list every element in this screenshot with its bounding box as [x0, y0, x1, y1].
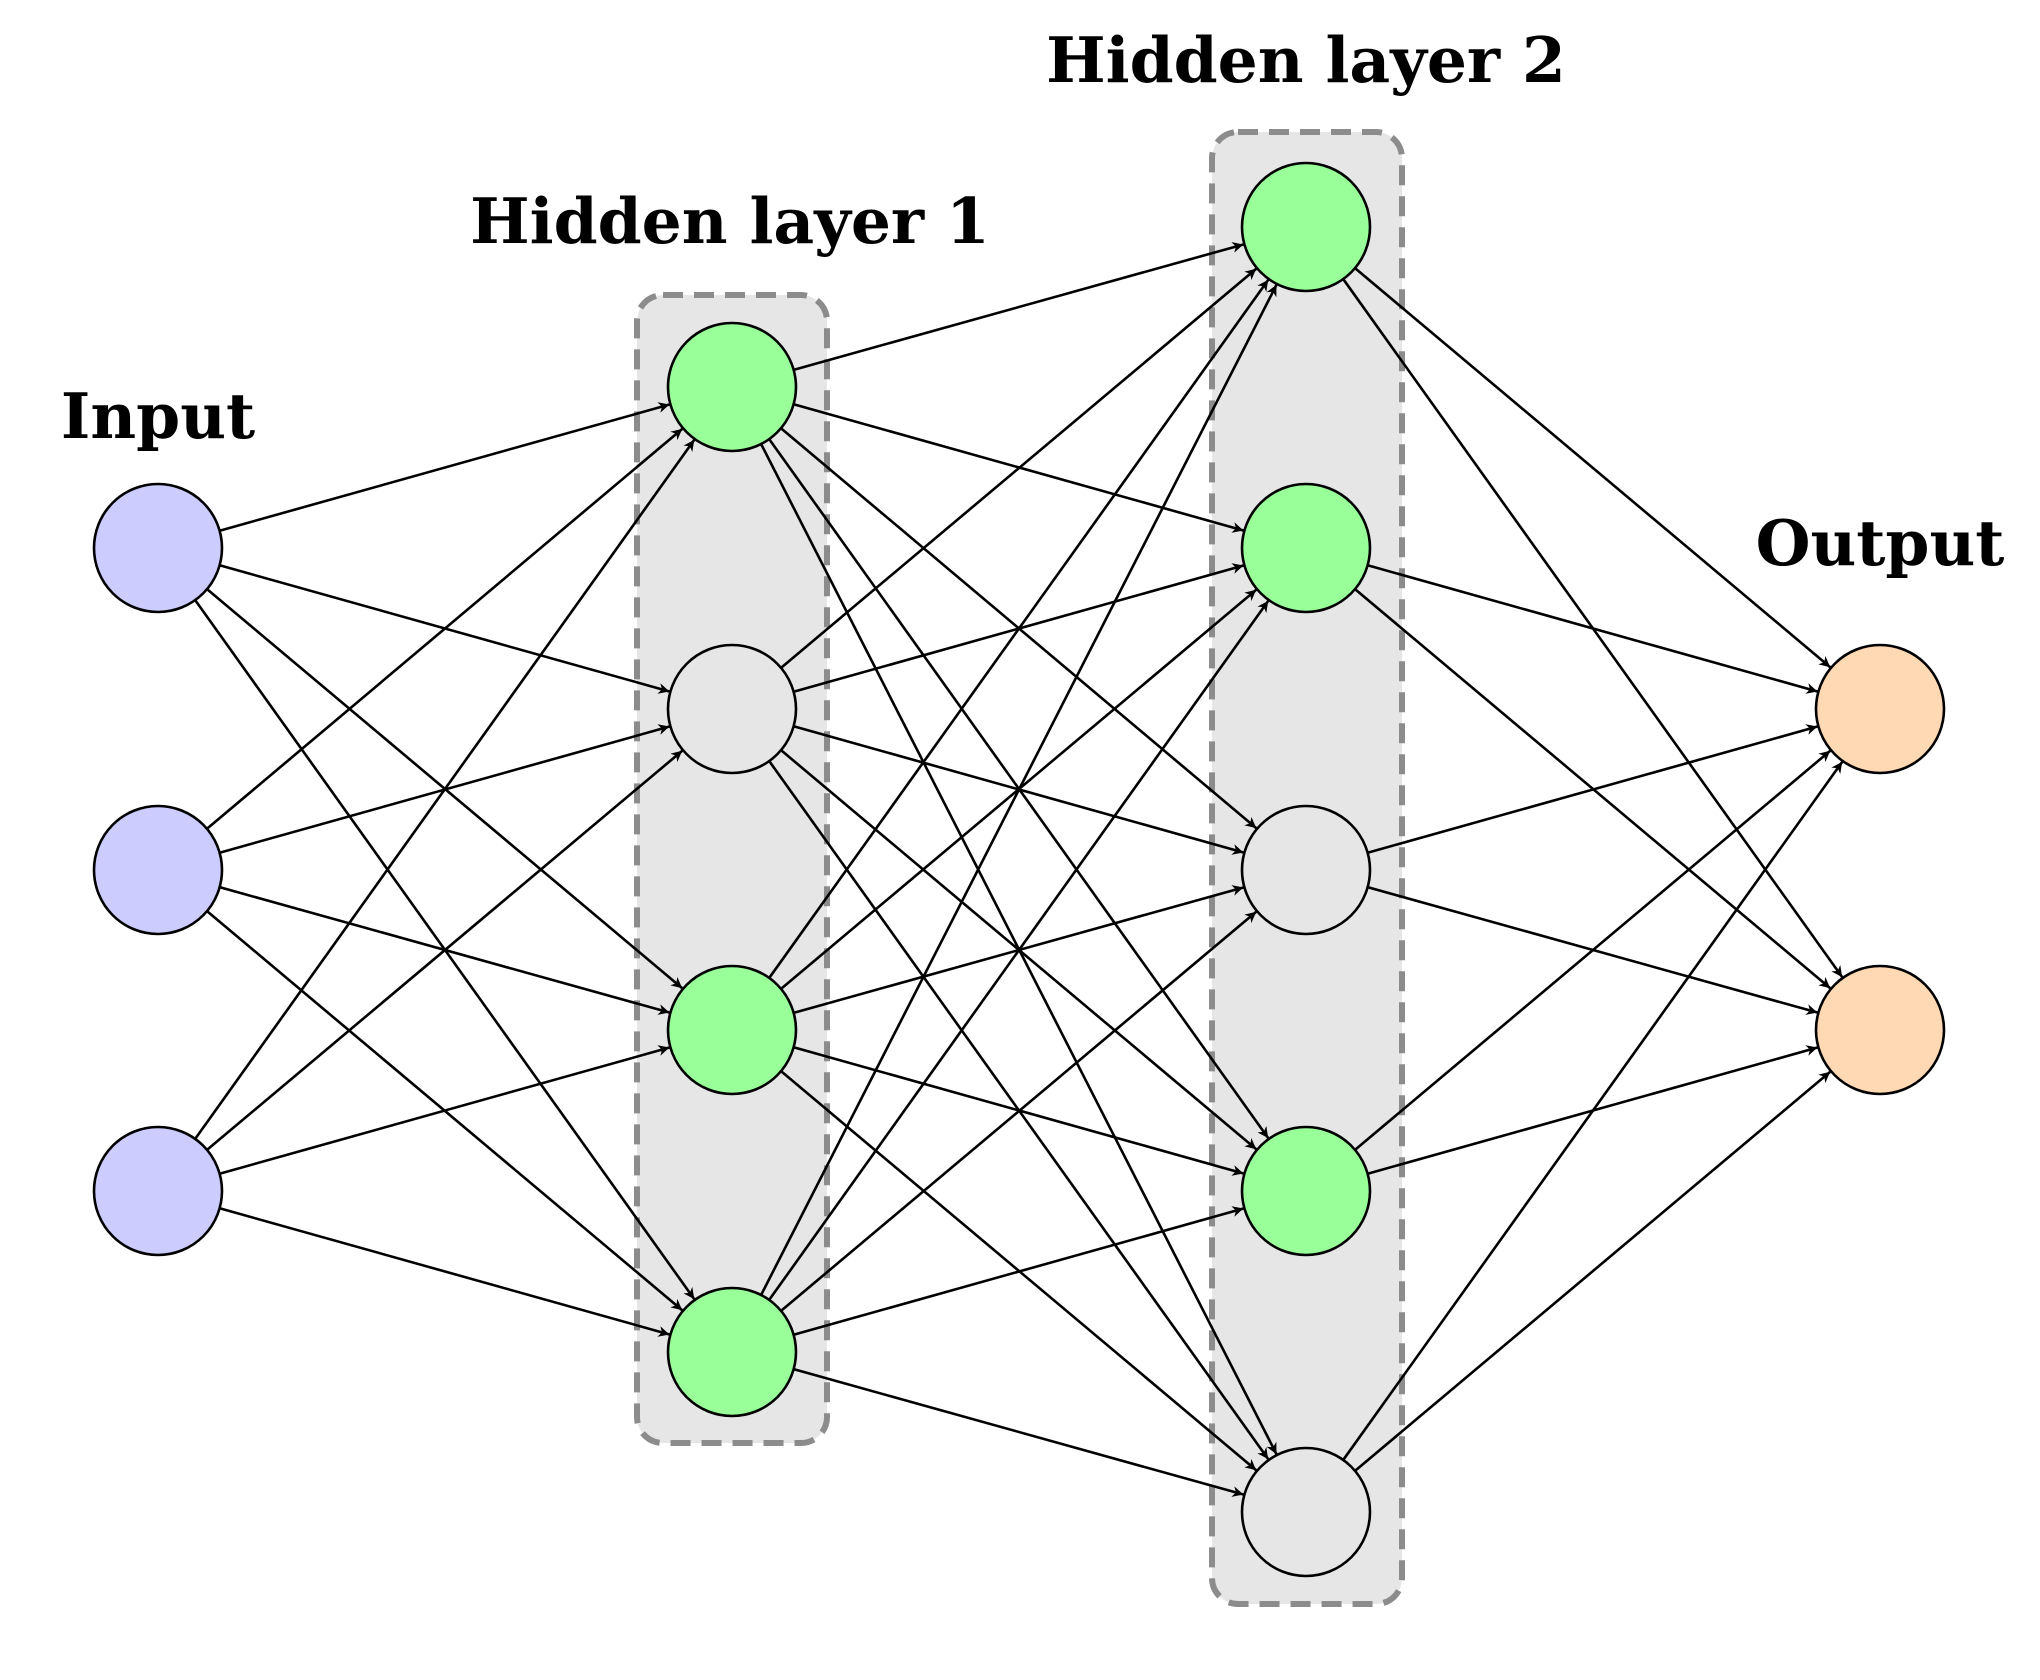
edge-hidden1-4-to-hidden2-1 — [759, 284, 1278, 1296]
edge-hidden1-4-to-hidden2-5 — [793, 1367, 1244, 1497]
hidden2-node-3 — [1240, 804, 1372, 936]
edge-hidden1-3-to-hidden2-1 — [768, 279, 1270, 979]
hidden-layer-1-title: Hidden layer 1 — [470, 184, 990, 258]
input-node-3 — [92, 1125, 224, 1257]
hidden1-node-1 — [666, 321, 798, 453]
edge-input-2-to-hidden1-1 — [206, 427, 684, 830]
hidden2-node-5 — [1240, 1446, 1372, 1578]
edge-hidden2-4-to-output-1 — [1354, 749, 1832, 1151]
hidden2-node-2 — [1240, 482, 1372, 614]
edge-hidden1-2-to-hidden2-1 — [780, 267, 1258, 669]
input-node-1 — [92, 482, 224, 614]
hidden-layer-2-title: Hidden layer 2 — [1046, 23, 1566, 97]
edge-hidden2-1-to-output-1 — [1354, 267, 1832, 669]
edge-input-3-to-hidden1-2 — [206, 749, 684, 1151]
edge-hidden1-4-to-hidden2-4 — [793, 1206, 1244, 1336]
hidden2-node-4 — [1240, 1125, 1372, 1257]
edge-hidden2-5-to-output-2 — [1354, 1070, 1832, 1472]
edge-hidden1-4-to-hidden2-3 — [780, 910, 1258, 1312]
connections — [194, 242, 1844, 1497]
hidden1-node-3 — [666, 964, 798, 1096]
edge-hidden1-4-to-hidden2-2 — [768, 600, 1270, 1301]
input-layer-title: Input — [61, 379, 255, 453]
edge-hidden1-1-to-hidden2-1 — [793, 242, 1244, 372]
output-node-2 — [1814, 964, 1946, 1096]
input-node-2 — [92, 804, 224, 936]
edge-hidden2-2-to-output-1 — [1367, 564, 1818, 694]
edge-hidden2-3-to-output-1 — [1367, 724, 1818, 854]
edge-input-1-to-hidden1-1 — [219, 402, 670, 532]
hidden1-node-2 — [666, 643, 798, 775]
edge-input-3-to-hidden1-1 — [194, 439, 696, 1140]
output-layer-title: Output — [1756, 506, 2005, 580]
neurons — [92, 161, 1946, 1578]
edge-input-3-to-hidden1-3 — [219, 1045, 670, 1175]
edge-hidden2-5-to-output-1 — [1342, 761, 1844, 1461]
hidden1-node-4 — [666, 1286, 798, 1418]
edge-input-3-to-hidden1-4 — [219, 1207, 670, 1337]
hidden-layer-1-box — [634, 292, 830, 1446]
hidden2-node-1 — [1240, 161, 1372, 293]
output-node-1 — [1814, 643, 1946, 775]
